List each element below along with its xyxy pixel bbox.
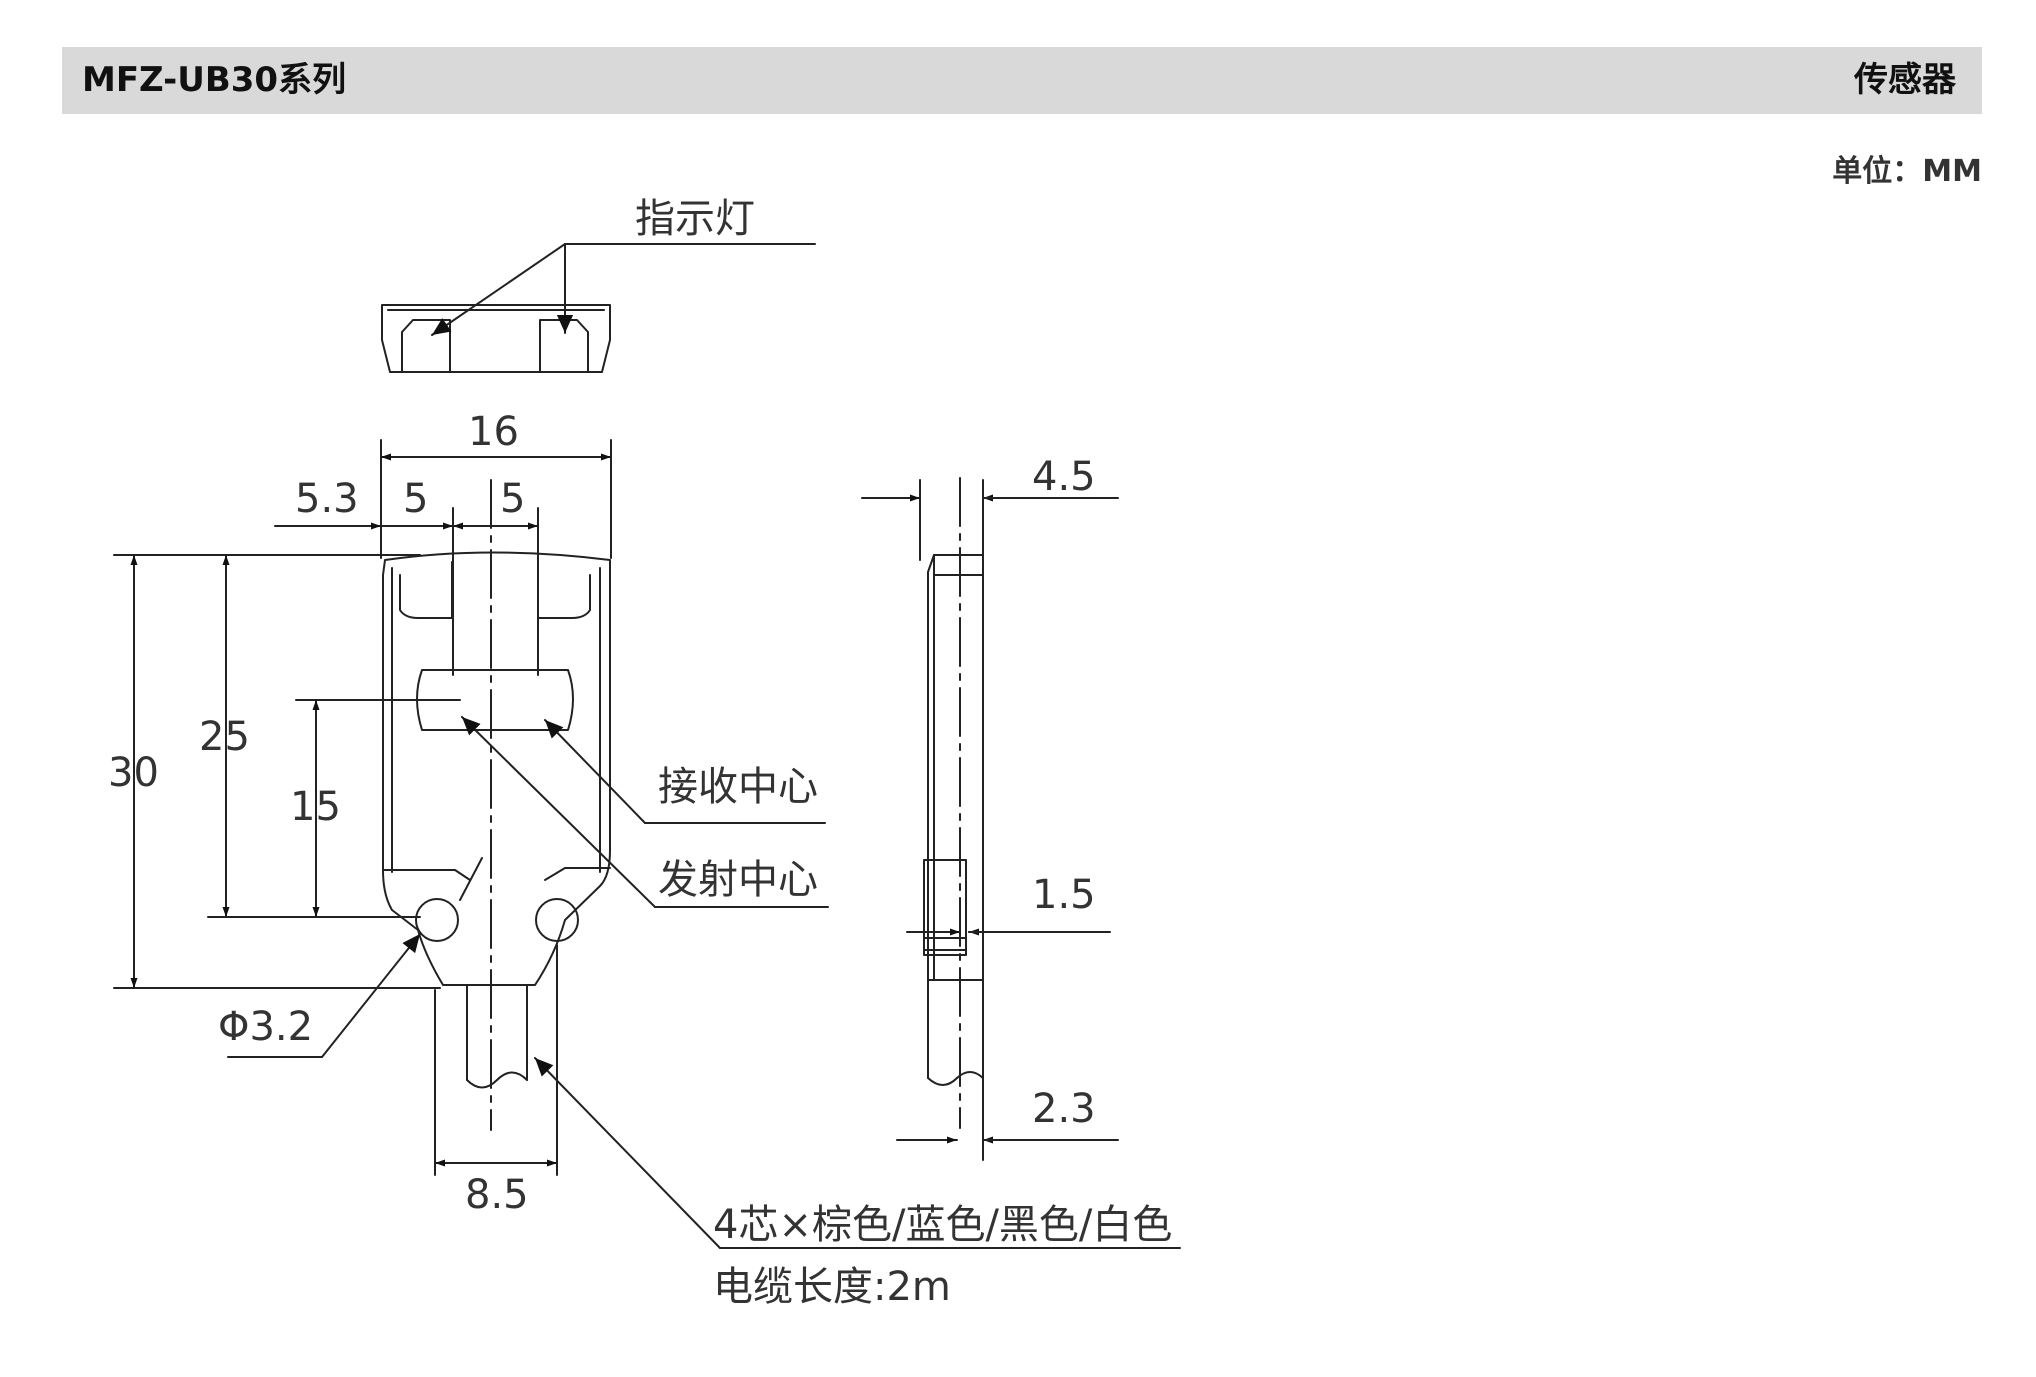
thickness-dimension: 4.5	[1032, 454, 1096, 500]
hole-diameter-dimension: Φ3.2	[218, 1004, 313, 1050]
front-view	[382, 551, 611, 1089]
offset-dimension: 5.3	[295, 476, 359, 522]
cable-color-label: 4芯×棕色/蓝色/黑色/白色	[713, 1202, 1172, 1248]
header-bar: MFZ-UB30系列 传感器	[62, 47, 1982, 114]
indicator-leader	[431, 243, 816, 336]
center-height-dimension: 15	[290, 784, 341, 830]
hole-height-dimension: 25	[199, 714, 250, 760]
cable-spacing-dimension: 8.5	[465, 1172, 529, 1218]
left-spacing-dimension: 5	[403, 476, 428, 522]
height-dimension: 30	[108, 750, 159, 796]
cable-length-label: 电缆长度:2m	[713, 1264, 951, 1310]
side-view	[923, 554, 984, 1086]
indicator-label: 指示灯	[635, 196, 755, 242]
series-title: MFZ-UB30系列	[82, 60, 347, 100]
receiver-center-label: 接收中心	[658, 764, 818, 810]
category-title: 传感器	[1854, 60, 1956, 100]
step-dimension: 1.5	[1032, 872, 1096, 918]
cable-thickness-dimension: 2.3	[1032, 1086, 1096, 1132]
unit-label: 单位：MM	[1832, 154, 1982, 189]
emitter-center-label: 发射中心	[658, 857, 818, 903]
right-spacing-dimension: 5	[500, 476, 525, 522]
top-view	[381, 304, 611, 373]
width-dimension: 16	[468, 409, 519, 455]
